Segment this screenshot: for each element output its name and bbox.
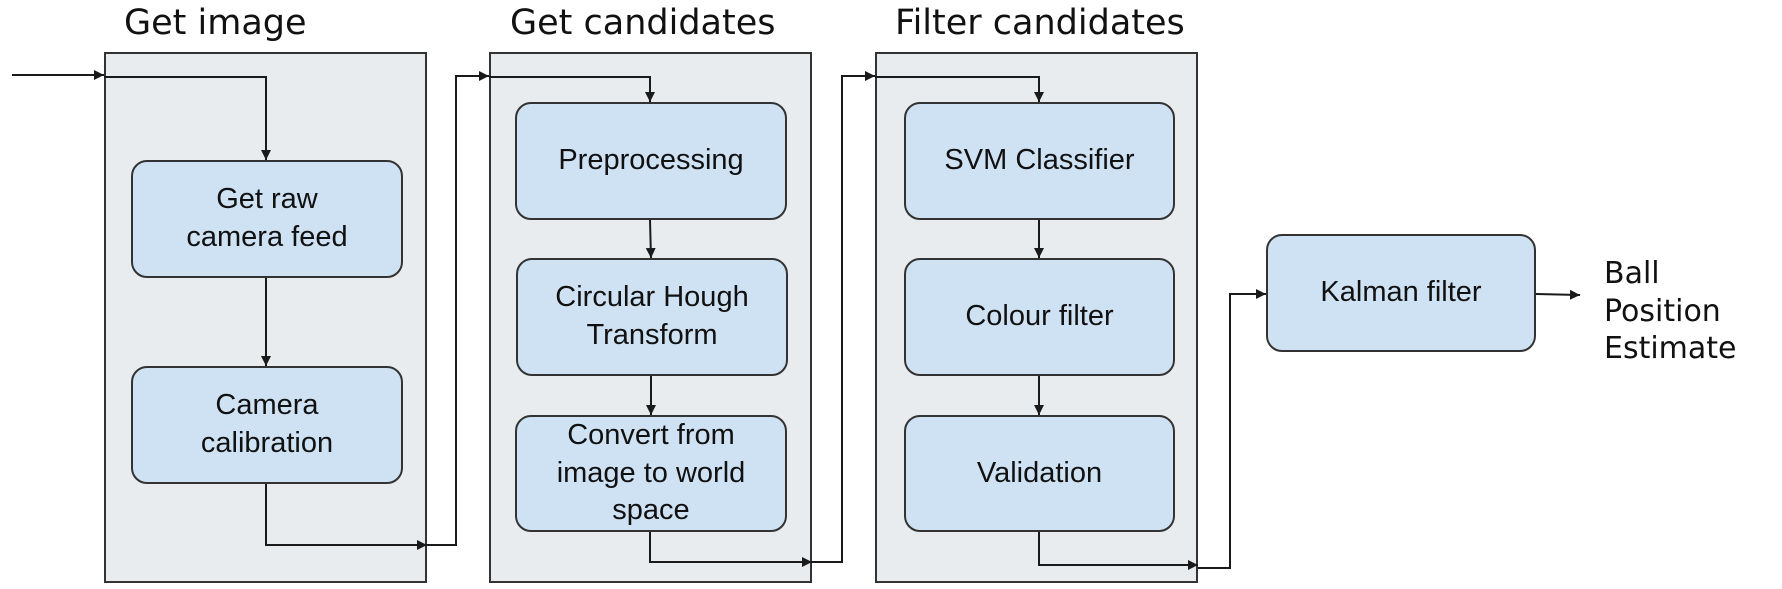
node-svm-classifier: SVM Classifier [904,102,1175,220]
node-kalman-filter: Kalman filter [1266,234,1536,352]
node-raw-camera-feed: Get raw camera feed [131,160,403,278]
arrow-link-to-candidates [427,71,489,546]
group-title-get-image: Get image [124,3,307,43]
arrow-link-to-filter [812,71,875,563]
group-title-filter-candidates: Filter candidates [895,3,1185,43]
arrow-convert-to-filter [649,532,812,567]
node-validation: Validation [904,415,1175,532]
node-preprocessing: Preprocessing [515,102,787,220]
arrow-to-kalman [1198,289,1266,569]
arrow-into-preprocessing [489,76,655,102]
node-convert-to-world-space: Convert from image to world space [515,415,787,532]
output-label-ball-position: Ball Position Estimate [1604,256,1737,366]
arrow-calibration-to-candidates [265,484,427,550]
arrow-into-svm [875,76,1044,102]
group-title-get-candidates: Get candidates [510,3,776,43]
arrow-into-raw-feed [104,76,271,160]
arrow-validation-to-group-edge [1038,532,1198,570]
node-colour-filter: Colour filter [904,258,1175,376]
arrow-pre-to-hough [645,219,656,259]
output-arrow [1535,289,1581,300]
node-circular-hough-transform: Circular Hough Transform [516,258,788,376]
node-camera-calibration: Camera calibration [131,366,403,484]
